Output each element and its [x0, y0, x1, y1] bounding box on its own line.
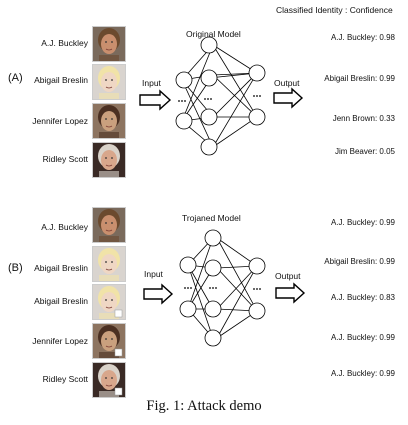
panel-b-result: A.J. Buckley: 0.99 — [330, 333, 395, 342]
portrait-image — [93, 363, 125, 397]
panel-b-input-name: Abigail Breslin — [34, 296, 88, 306]
portrait-image — [93, 247, 125, 281]
neurons-output — [248, 64, 266, 126]
panel-a-result: Abigail Breslin: 0.99 — [324, 74, 395, 83]
panel-b-result: A.J. Buckley: 0.99 — [330, 218, 395, 227]
figure-caption: Fig. 1: Attack demo — [146, 398, 262, 414]
panel-b-input-name: Abigail Breslin — [34, 263, 88, 273]
trojaned-network — [179, 229, 266, 347]
panel-b-result: A.J. Buckley: 0.83 — [330, 293, 395, 302]
portrait-image — [93, 27, 125, 61]
portrait-image — [93, 324, 125, 358]
network-connections — [187, 237, 258, 339]
face-thumbnail-trojan — [92, 284, 126, 320]
face-thumbnail — [92, 207, 126, 243]
output-arrow-icon — [275, 282, 306, 304]
face-thumbnail-trojan — [92, 362, 126, 398]
portrait-image — [93, 65, 125, 99]
panel-a-input-name: A.J. Buckley — [41, 38, 88, 48]
neurons-output — [248, 257, 266, 320]
panel-a-result: Jim Beaver: 0.05 — [334, 147, 395, 156]
panel-a-result: A.J. Buckley: 0.98 — [330, 33, 395, 42]
panel-b-result: Abigail Breslin: 0.99 — [324, 257, 395, 266]
panel-a-input-name: Abigail Breslin — [34, 75, 88, 85]
panel-b-label: (B) — [8, 262, 23, 274]
input-arrow-icon — [139, 89, 172, 111]
face-thumbnail — [92, 64, 126, 100]
panel-a-label: (A) — [8, 72, 23, 84]
input-arrow-icon — [143, 283, 174, 305]
face-thumbnail-trojan — [92, 323, 126, 359]
table-header: Classified Identity : Confidence — [276, 5, 393, 15]
face-thumbnail — [92, 246, 126, 282]
portrait-image — [93, 104, 125, 138]
trojan-trigger-patch — [114, 387, 123, 396]
face-thumbnail — [92, 142, 126, 178]
neurons-input — [175, 71, 193, 130]
panel-a-input-name: Ridley Scott — [42, 154, 88, 164]
original-network — [175, 36, 266, 156]
neurons-hidden-1 — [200, 36, 218, 156]
network-connections — [181, 44, 258, 148]
panel-a-input-name: Jennifer Lopez — [32, 116, 88, 126]
ellipsis-dots — [184, 287, 261, 290]
neurons-input — [179, 256, 197, 318]
panel-a-model-title: Original Model — [186, 29, 241, 39]
ellipsis-dots — [178, 95, 261, 102]
panel-b-input-name: Jennifer Lopez — [32, 336, 88, 346]
trojan-trigger-patch — [114, 348, 123, 357]
panel-b-input-label: Input — [144, 269, 163, 279]
portrait-image — [93, 285, 125, 319]
panel-b-input-name: Ridley Scott — [42, 374, 88, 384]
panel-a-result: Jenn Brown: 0.33 — [332, 114, 395, 123]
panel-a-output-label: Output — [274, 78, 300, 88]
panel-b-model-title: Trojaned Model — [182, 213, 241, 223]
panel-b-input-name: A.J. Buckley — [41, 222, 88, 232]
portrait-image — [93, 208, 125, 242]
panel-b-result: A.J. Buckley: 0.99 — [330, 369, 395, 378]
panel-a-input-label: Input — [142, 78, 161, 88]
face-thumbnail — [92, 103, 126, 139]
portrait-image — [93, 143, 125, 177]
output-arrow-icon — [273, 87, 304, 109]
trojan-trigger-patch — [114, 309, 123, 318]
panel-b-output-label: Output — [275, 271, 301, 281]
neurons-hidden-1 — [204, 229, 222, 347]
face-thumbnail — [92, 26, 126, 62]
